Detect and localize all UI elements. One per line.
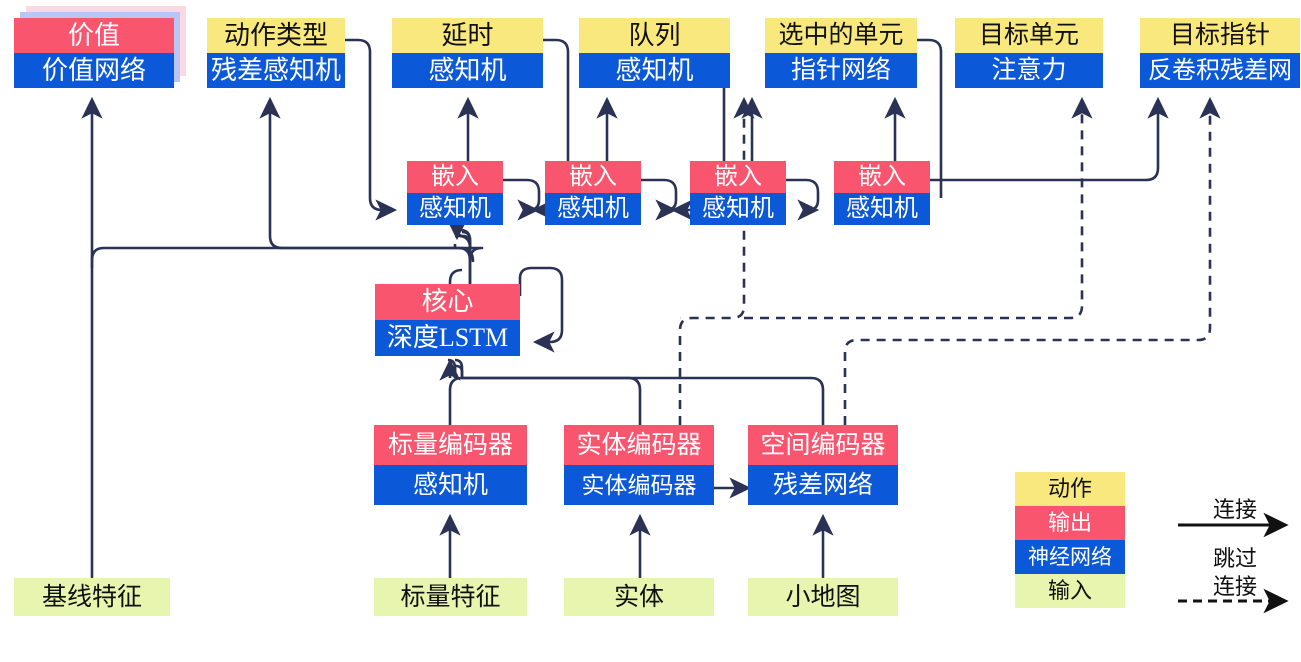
node-entity-encoder-head: 实体编码器 <box>564 425 714 465</box>
node-action-type[interactable]: 动作类型 残差感知机 <box>207 18 345 88</box>
node-value-net: 价值网络 <box>14 53 174 88</box>
legend-skip-label-line2: 连接 <box>1212 574 1257 599</box>
wire-core-elbow2 <box>463 234 472 248</box>
node-scalar-features[interactable]: 标量特征 <box>374 578 527 616</box>
wire-embed4-to-targetpoint <box>930 96 1169 182</box>
legend: 动作 输出 神经网络 输入 <box>1015 472 1125 608</box>
wire-actiontype-to-embed1 <box>345 38 398 221</box>
wire-bus-stub <box>454 358 464 378</box>
node-embed-4[interactable]: 嵌入 感知机 <box>834 161 930 225</box>
node-baseline-features[interactable]: 基线特征 <box>14 578 170 616</box>
wire-embed2-to-embed3 <box>640 178 678 221</box>
node-embed-4-net: 感知机 <box>834 193 930 225</box>
node-delay-head: 延时 <box>392 18 543 53</box>
node-embed-2-head: 嵌入 <box>545 161 641 193</box>
node-target-point-head: 目标指针 <box>1140 18 1300 53</box>
legend-swatch-input: 输入 <box>1015 574 1125 608</box>
legend-connection-label: 连接 <box>1212 497 1257 522</box>
node-scalar-features-label: 标量特征 <box>374 578 527 616</box>
node-scalar-encoder[interactable]: 标量编码器 感知机 <box>374 425 527 505</box>
wire-core-to-embed1 <box>446 218 472 250</box>
node-queued-net: 感知机 <box>579 53 730 88</box>
node-embed-3-head: 嵌入 <box>690 161 786 193</box>
legend-swatch-output: 输出 <box>1015 506 1125 540</box>
node-embed-1-head: 嵌入 <box>407 161 503 193</box>
node-selected-units[interactable]: 选中的单元 指针网络 <box>765 18 917 88</box>
wire-bus-corner <box>455 364 464 378</box>
wire-core-bus-corner <box>468 246 484 261</box>
node-target-point[interactable]: 目标指针 反卷积残差网 <box>1140 18 1300 88</box>
wire-entityenc-bus <box>462 376 642 425</box>
node-embed-3-net: 感知机 <box>690 193 786 225</box>
node-embed-1-net: 感知机 <box>407 193 503 225</box>
node-target-unit-head: 目标单元 <box>955 18 1103 53</box>
wire-dummy3 <box>459 228 472 248</box>
node-delay[interactable]: 延时 感知机 <box>392 18 543 88</box>
legend-swatch-network: 神经网络 <box>1015 540 1125 574</box>
node-action-type-net: 残差感知机 <box>207 53 345 88</box>
node-action-type-head: 动作类型 <box>207 18 345 53</box>
node-scalar-encoder-head: 标量编码器 <box>374 425 527 465</box>
node-spatial-encoder-head: 空间编码器 <box>748 425 898 465</box>
wire-spatialenc-bus <box>640 376 825 425</box>
node-core-head: 核心 <box>375 284 520 320</box>
node-spatial-encoder-net: 残差网络 <box>748 465 898 505</box>
legend-swatch-action: 动作 <box>1015 472 1125 506</box>
wire-embed3-to-embed4 <box>785 178 820 221</box>
node-embed-3[interactable]: 嵌入 感知机 <box>690 161 786 225</box>
node-baseline-features-label: 基线特征 <box>14 578 170 616</box>
legend-skip-label-line1: 跳过 <box>1212 546 1257 571</box>
node-value[interactable]: 价值 价值网络 <box>14 18 174 88</box>
node-embed-4-head: 嵌入 <box>834 161 930 193</box>
node-selected-units-net: 指针网络 <box>765 53 917 88</box>
node-entity-encoder[interactable]: 实体编码器 实体编码器 <box>564 425 714 505</box>
node-embed-1[interactable]: 嵌入 感知机 <box>407 161 503 225</box>
node-value-head: 价值 <box>14 18 174 53</box>
node-core-net: 深度LSTM <box>375 320 520 356</box>
wire-core-elbow3 <box>461 230 472 250</box>
node-selected-units-head: 选中的单元 <box>765 18 917 53</box>
node-target-unit-net: 注意力 <box>955 53 1103 88</box>
wire-dummy2 <box>455 234 472 249</box>
node-entities[interactable]: 实体 <box>564 578 714 616</box>
node-spatial-encoder[interactable]: 空间编码器 残差网络 <box>748 425 898 505</box>
skip-entityenc-to-selectedunits <box>678 96 755 425</box>
node-core[interactable]: 核心 深度LSTM <box>375 284 520 356</box>
node-minimap-label: 小地图 <box>748 578 898 616</box>
node-target-unit[interactable]: 目标单元 注意力 <box>955 18 1103 88</box>
wire-scalarenc-bus <box>448 376 640 425</box>
wire-core-feed-elbow <box>447 358 457 378</box>
node-entities-label: 实体 <box>564 578 714 616</box>
node-entity-encoder-net: 实体编码器 <box>564 465 714 505</box>
wire-core-recurrent <box>518 266 564 353</box>
node-embed-2-net: 感知机 <box>545 193 641 225</box>
skip-spatialenc-to-targetpoint <box>843 96 1221 425</box>
node-queued-head: 队列 <box>579 18 730 53</box>
node-minimap[interactable]: 小地图 <box>748 578 898 616</box>
node-queued[interactable]: 队列 感知机 <box>579 18 730 88</box>
node-target-point-net: 反卷积残差网 <box>1140 53 1300 88</box>
wire-embed1-to-embed2 <box>503 178 541 221</box>
wire-dummy4 <box>460 246 475 263</box>
node-embed-2[interactable]: 嵌入 感知机 <box>545 161 641 225</box>
node-delay-net: 感知机 <box>392 53 543 88</box>
node-scalar-encoder-net: 感知机 <box>374 465 527 505</box>
